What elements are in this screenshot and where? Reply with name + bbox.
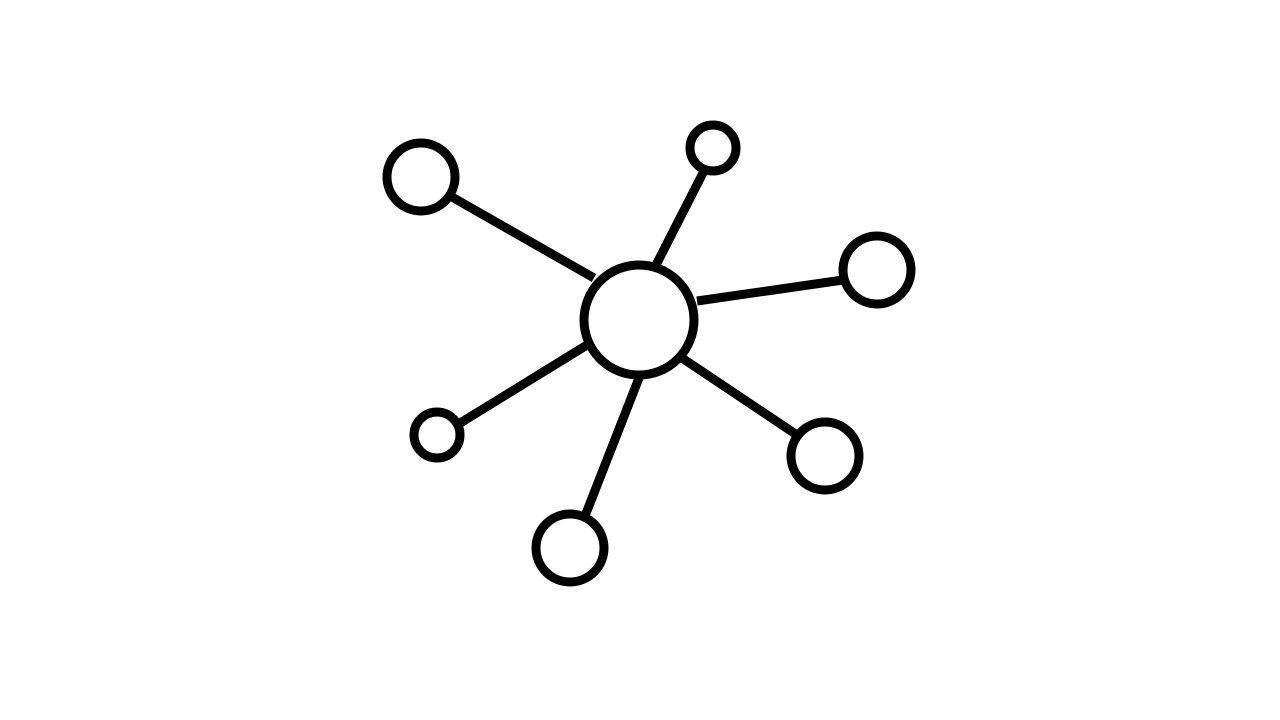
node-lower-left: [409, 407, 465, 463]
edge-hub-to-lower-left: [454, 341, 590, 429]
node-top: [685, 120, 741, 176]
node-upper-left: [382, 138, 460, 216]
node-right: [838, 231, 916, 309]
node-lower-right: [786, 417, 864, 495]
edge-hub-to-top: [651, 168, 709, 268]
node-bottom: [531, 509, 609, 587]
edge-hub-to-upper-left: [449, 193, 597, 282]
edge-hub-to-right: [696, 275, 844, 306]
edge-hub-to-bottom: [580, 376, 644, 518]
center-node: [579, 260, 699, 380]
edge-hub-to-lower-right: [679, 354, 800, 439]
